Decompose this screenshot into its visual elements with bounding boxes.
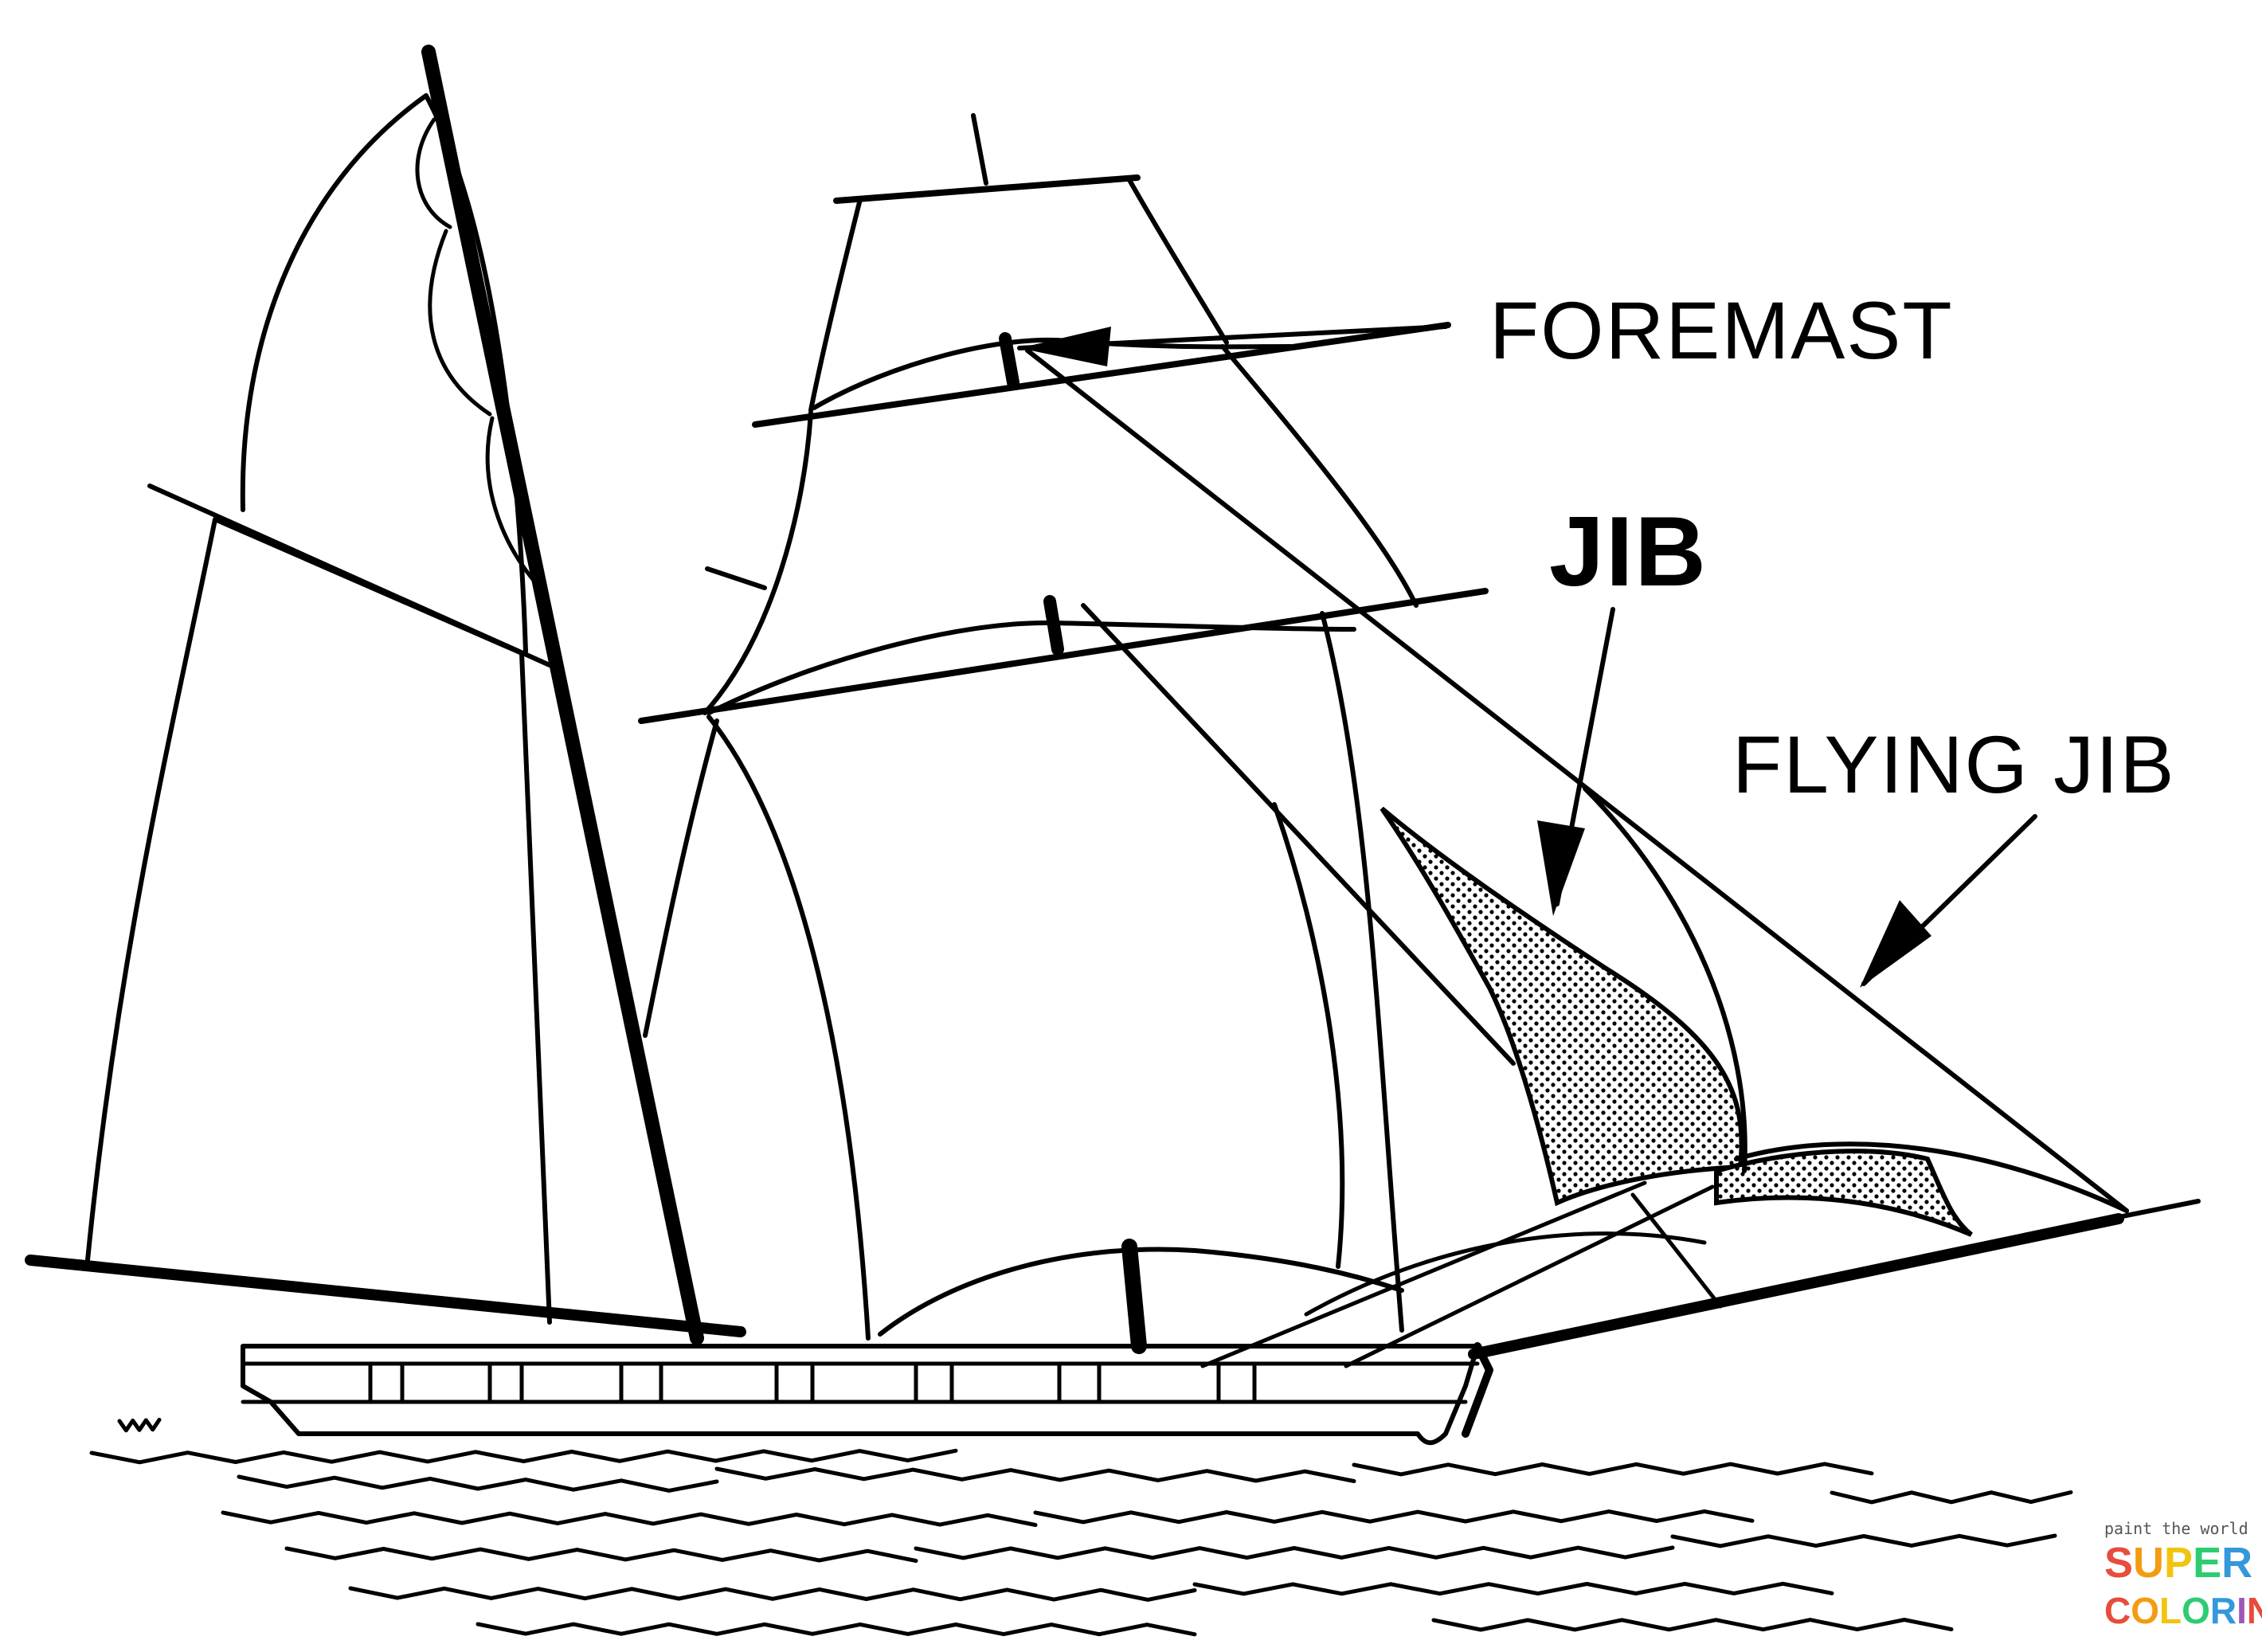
fore-topmast-stay xyxy=(1025,348,2129,1213)
wave-stroke xyxy=(1670,1533,2057,1548)
label-arrows xyxy=(1017,324,2037,988)
foremast-group xyxy=(638,113,1489,1354)
water-waves xyxy=(89,1418,2073,1637)
foremast-arrowhead xyxy=(1019,327,1111,366)
rigging-line-3 xyxy=(1630,1192,1723,1309)
wave-stroke xyxy=(1352,1462,1874,1477)
wave-stroke xyxy=(1431,1618,1954,1632)
top-yard xyxy=(833,174,1141,204)
inner-sail-curve xyxy=(1272,802,1345,1269)
watermark-line1: SUPER xyxy=(2104,1539,2252,1587)
fore-staysail xyxy=(643,718,719,1038)
bow-cutwater xyxy=(1462,1342,1493,1438)
wave-stroke xyxy=(475,1622,1197,1637)
foremast-top xyxy=(971,113,988,186)
mainsail xyxy=(85,517,552,1325)
hull-group xyxy=(241,1342,1493,1446)
jib-boom xyxy=(2100,1199,2201,1223)
foresail-foot xyxy=(878,1247,1404,1337)
watermark-line2: COLORING xyxy=(2104,1590,2262,1631)
flying-jib-label: FLYING JIB xyxy=(1732,719,2176,810)
jib-label: JIB xyxy=(1549,497,1708,607)
lower-yard-stub xyxy=(705,566,767,590)
watermark-logo: paint the world SUPER COLORING xyxy=(2104,1519,2262,1631)
foremast-label: FOREMAST xyxy=(1489,285,1954,376)
wave-stroke xyxy=(914,1545,1675,1560)
flying-jib-leech xyxy=(1583,786,1747,1173)
lower-sail-curve xyxy=(1304,1231,1707,1317)
wave-stroke xyxy=(1033,1509,1755,1525)
wave-stroke xyxy=(117,1418,162,1433)
rigging-line-1 xyxy=(1200,1180,1647,1368)
bowsprit xyxy=(1468,1213,2124,1360)
jib-sail xyxy=(1380,806,1744,1207)
watermark-tagline: paint the world xyxy=(2104,1519,2248,1538)
upper-yard xyxy=(752,322,1451,428)
main-boom xyxy=(25,1255,746,1337)
wave-stroke xyxy=(237,1474,719,1493)
topgallant-sail xyxy=(808,178,1229,413)
headsails-group xyxy=(1025,348,2201,1368)
wave-stroke xyxy=(89,1448,958,1465)
flying-jib-arrowhead xyxy=(1860,900,1931,988)
fore-stay xyxy=(1081,603,1516,1066)
jib-arrowhead xyxy=(1537,820,1585,916)
wave-stroke xyxy=(714,1466,1356,1483)
topsail xyxy=(702,344,1419,715)
wave-stroke xyxy=(1830,1490,2073,1505)
wave-stroke xyxy=(1192,1581,1834,1596)
main-topsail-bulge xyxy=(415,117,544,592)
hull-ports xyxy=(368,1361,1257,1404)
flying-jib-foot-curve xyxy=(1734,1141,2129,1213)
topsail-foot xyxy=(706,620,1356,715)
foresail xyxy=(706,611,1404,1341)
lower-yard xyxy=(638,588,1489,724)
main-topsail xyxy=(240,93,528,654)
foremast-upper xyxy=(999,332,1019,389)
mainmast xyxy=(421,45,704,1345)
wave-stroke xyxy=(284,1546,918,1563)
foremast-lower xyxy=(1121,1239,1147,1354)
wave-stroke xyxy=(348,1586,1197,1602)
wave-stroke xyxy=(221,1510,1038,1527)
mainmast-group xyxy=(25,45,746,1345)
flying-jib-foot xyxy=(1714,1149,1973,1237)
hull-outline xyxy=(241,1344,1480,1446)
